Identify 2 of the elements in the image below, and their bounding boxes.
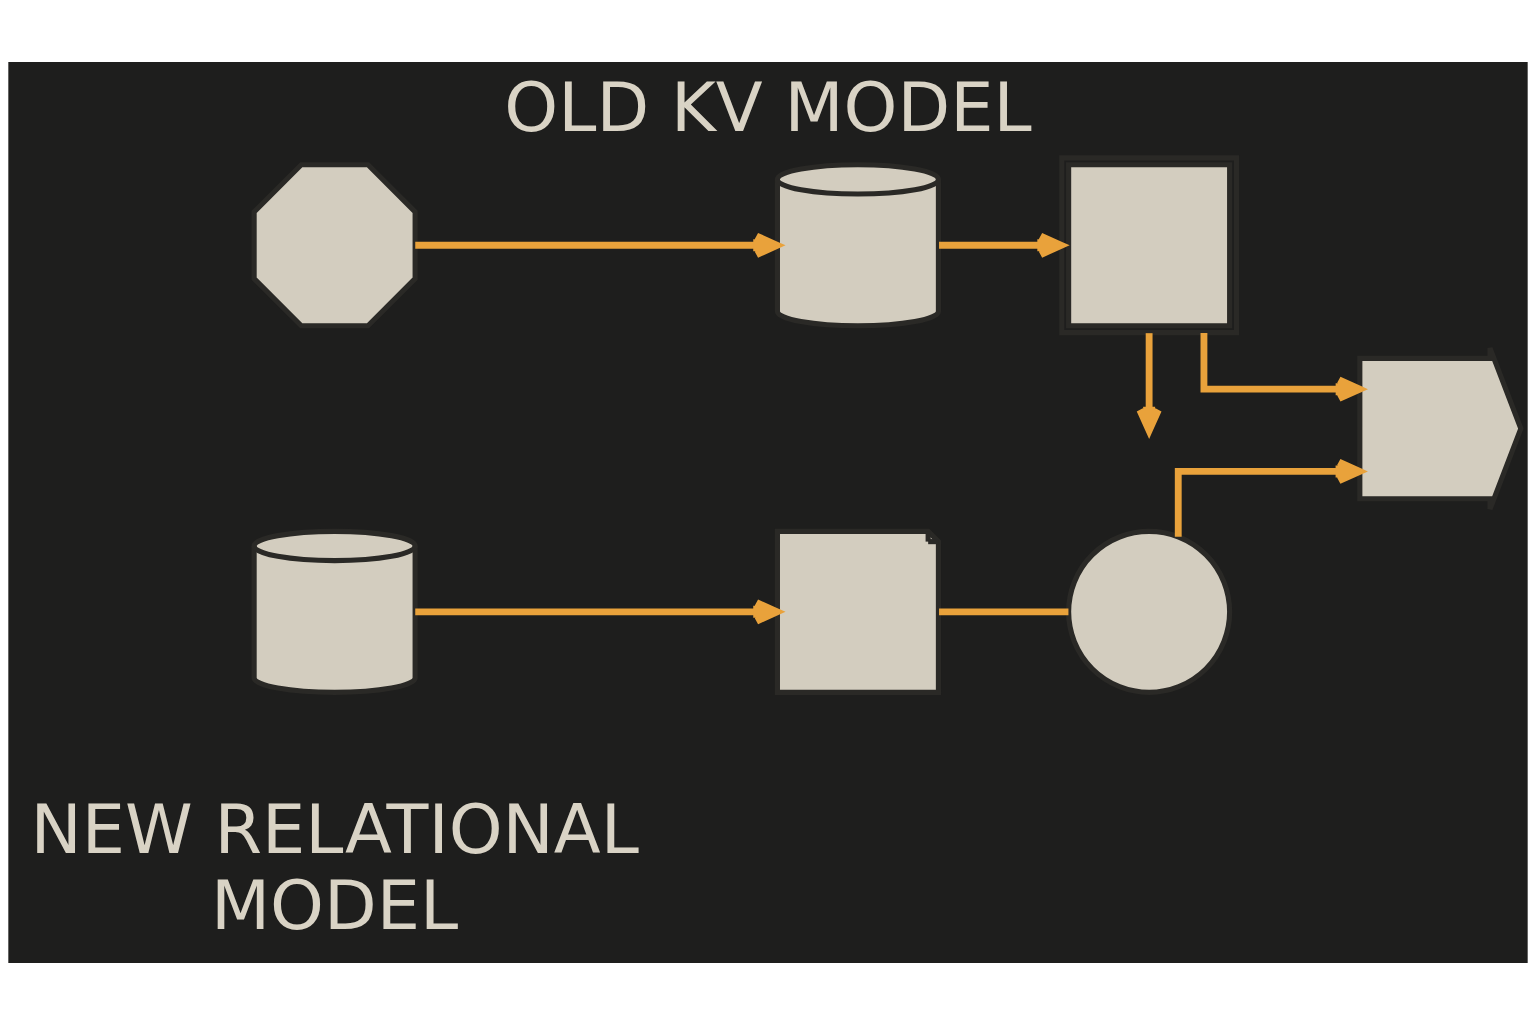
label: NEW RELATIONAL MODEL bbox=[30, 788, 639, 945]
diagram-title: OLD KV MODEL bbox=[504, 66, 1032, 147]
